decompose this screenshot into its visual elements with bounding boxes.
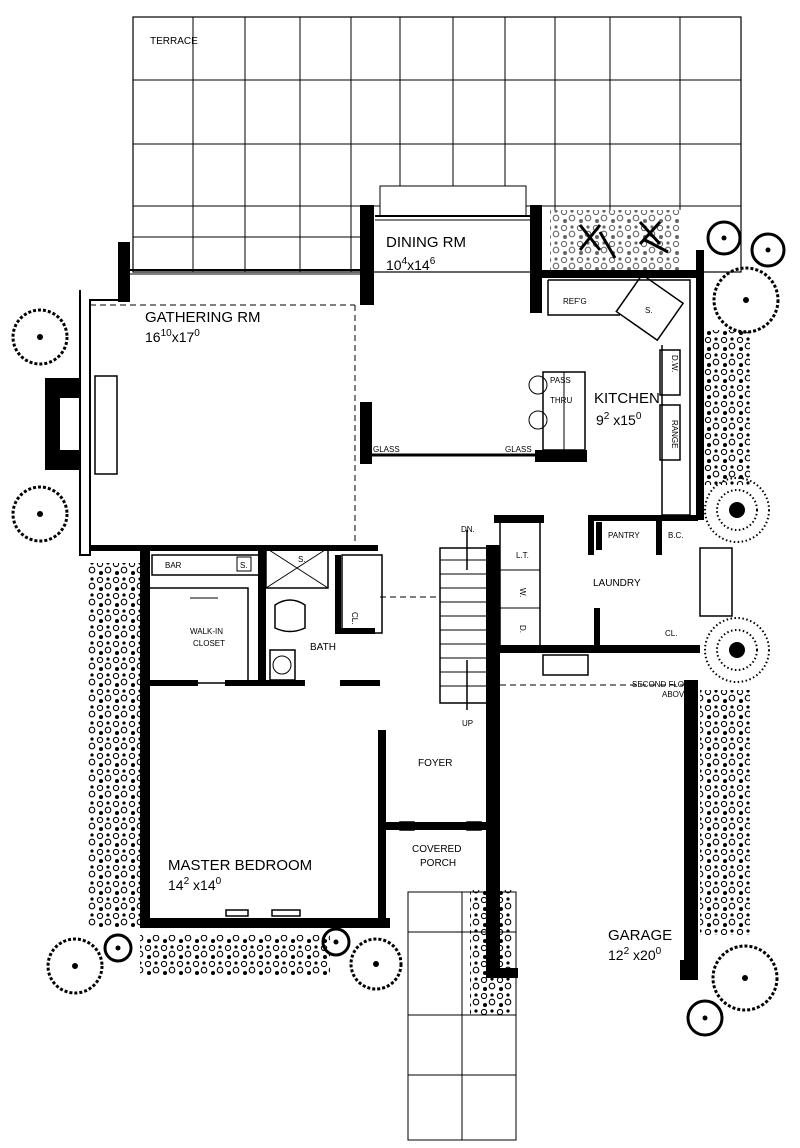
dryer-label: D. xyxy=(518,625,527,633)
porch-label-line1: COVERED xyxy=(412,844,461,855)
tree-icon xyxy=(11,485,69,543)
porch-label-line2: PORCH xyxy=(420,858,456,869)
closet-label-line2: CLOSET xyxy=(193,639,225,648)
glass-label-left: GLASS xyxy=(373,445,400,454)
bar-label: BAR xyxy=(165,561,182,570)
bar-sink-label: S. xyxy=(240,561,248,570)
tree-icon xyxy=(706,220,742,256)
dining-room-label: DINING RM xyxy=(386,234,466,251)
pass-thru-label-2: THRU xyxy=(550,396,572,405)
second-floor-label-2: ABOVE xyxy=(662,690,690,699)
laundry-tub-label: L.T. xyxy=(516,551,529,560)
shrub-icon xyxy=(704,617,770,683)
kitchen-sink-label: S. xyxy=(645,306,653,315)
hedges xyxy=(88,210,750,1015)
dining-room-dimensions: 104x146 xyxy=(386,256,436,273)
broom-closet-label: B.C. xyxy=(668,531,684,540)
kitchen-dimensions: 92 x150 xyxy=(596,411,642,428)
front-walkway xyxy=(407,891,517,1141)
plant-icon xyxy=(578,220,669,259)
tree-icon xyxy=(750,232,786,268)
trees xyxy=(11,220,786,1037)
terrace-paving xyxy=(132,16,742,273)
interior-walls xyxy=(79,215,733,917)
tree-icon xyxy=(11,308,69,366)
master-bedroom-dimensions: 142 x140 xyxy=(168,876,222,893)
tree-icon xyxy=(712,266,780,334)
bath-label: BATH xyxy=(310,642,336,653)
pantry-label: PANTRY xyxy=(608,531,640,540)
exterior-walls xyxy=(45,205,704,980)
second-floor-label-1: SECOND FLOOR xyxy=(632,680,696,689)
closet-label-line1: WALK-IN xyxy=(190,627,223,636)
garage-dimensions: 122 x200 xyxy=(608,946,662,963)
terrace-label: TERRACE xyxy=(150,36,198,47)
pass-thru-label-1: PASS xyxy=(550,376,571,385)
gathering-room-dimensions: 1610x170 xyxy=(145,328,200,345)
tree-icon xyxy=(686,999,724,1037)
tree-icon xyxy=(321,927,351,957)
laundry-closet-label: CL. xyxy=(665,629,677,638)
tree-icon xyxy=(103,933,133,963)
master-bedroom-label: MASTER BEDROOM xyxy=(168,857,312,874)
laundry-label: LAUNDRY xyxy=(593,578,641,589)
washer-label: W. xyxy=(518,588,527,597)
shower-label: S. xyxy=(298,555,306,564)
range-label: RANGE xyxy=(670,420,679,448)
kitchen-label: KITCHEN xyxy=(594,390,660,407)
refrigerator-label: REF'G xyxy=(563,297,587,306)
garage-label: GARAGE xyxy=(608,927,672,944)
tree-icon xyxy=(349,937,403,991)
tree-icon xyxy=(46,937,104,995)
gathering-room-label: GATHERING RM xyxy=(145,309,261,326)
hall-closet-label: CL. xyxy=(350,612,359,624)
glass-label-right: GLASS xyxy=(505,445,532,454)
tree-icon xyxy=(711,944,779,1012)
stair-up-label: UP xyxy=(462,719,473,728)
dishwasher-label: D.W. xyxy=(670,355,679,372)
stair-down-label: DN. xyxy=(461,525,475,534)
shrub-icon xyxy=(704,477,770,543)
foyer-label: FOYER xyxy=(418,758,452,769)
